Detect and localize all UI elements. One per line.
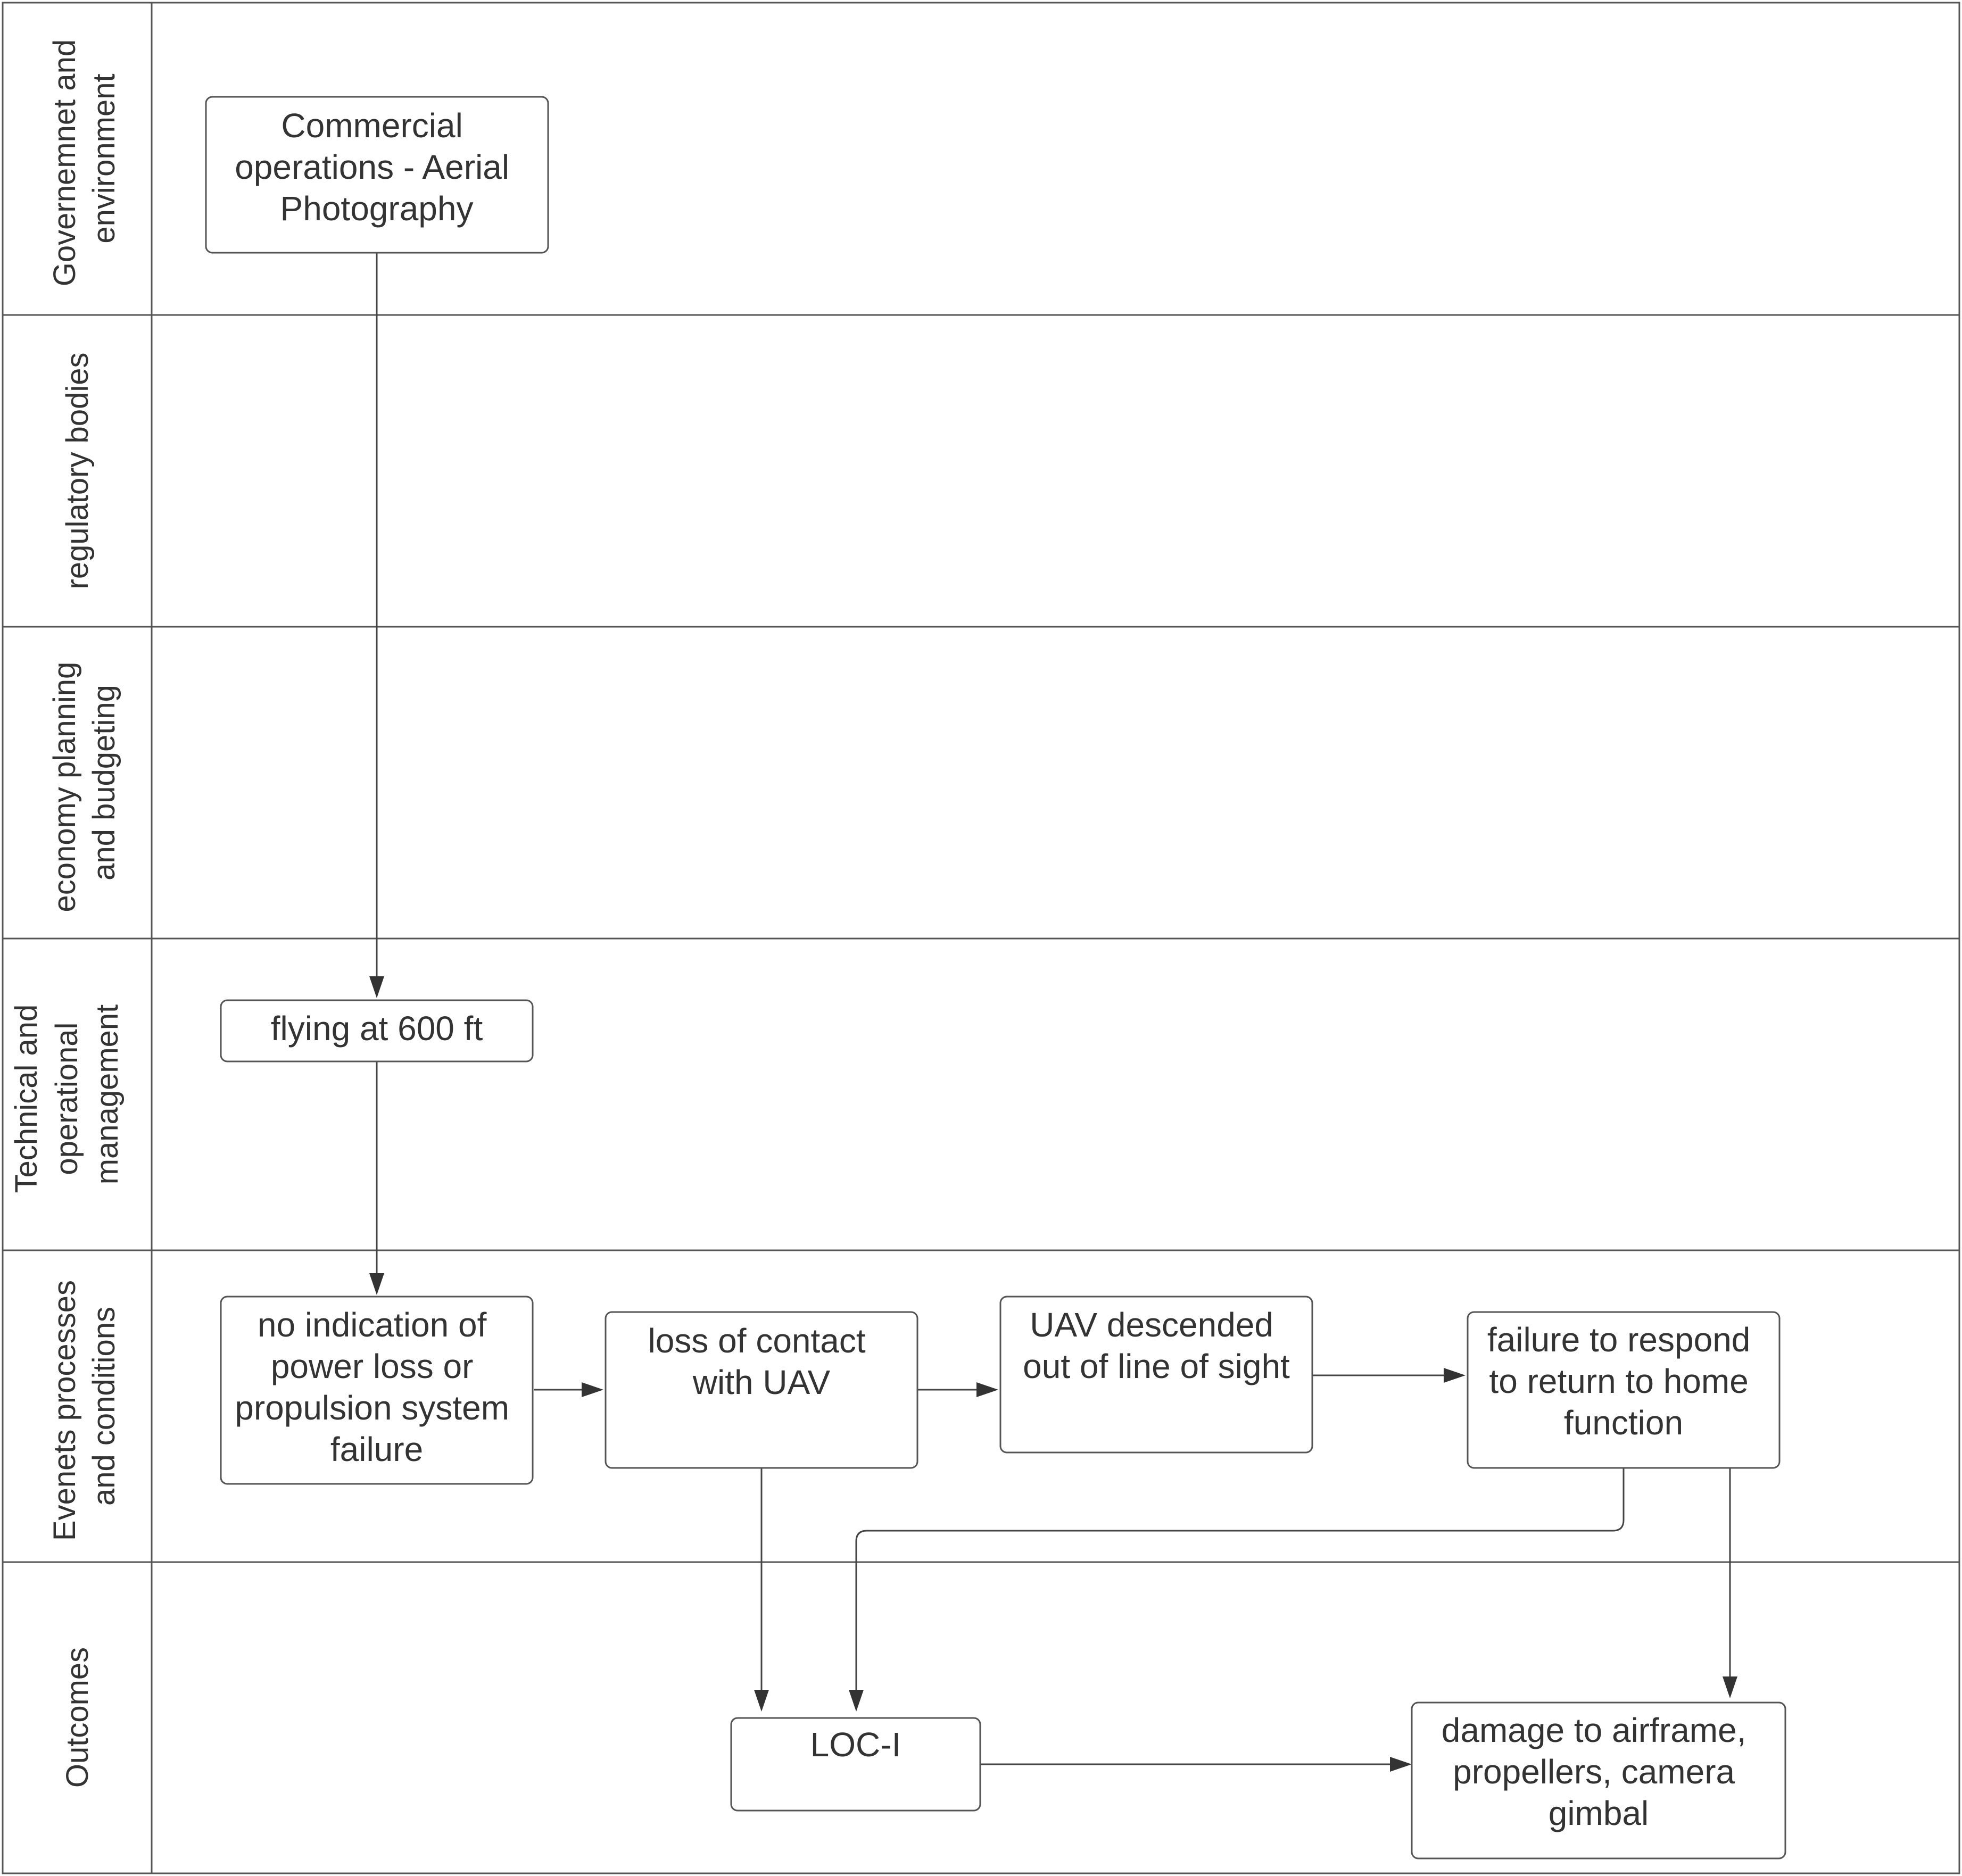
- lane-label-line: Outcomes: [60, 1647, 95, 1788]
- node-box: [730, 1717, 981, 1812]
- node-loc-i[interactable]: LOC-I: [730, 1717, 981, 1812]
- arrowhead: [582, 1382, 603, 1397]
- node-text: UAV descended out of line of sight: [1023, 1306, 1290, 1385]
- lane-label-line: regulatory bodies: [60, 353, 95, 590]
- lane-label-line: management: [90, 1005, 125, 1185]
- node-text-line: failure to respond: [1487, 1321, 1751, 1359]
- node-text: Commercial operations - Aerial Photograp…: [235, 106, 519, 228]
- node-no-indication-power-loss[interactable]: no indication of power loss or propulsio…: [220, 1296, 534, 1485]
- node-text: LOC-I: [810, 1725, 901, 1764]
- node-uav-descended[interactable]: UAV descended out of line of sight: [999, 1296, 1313, 1454]
- node-text-line: gimbal: [1549, 1794, 1649, 1832]
- lane-label-line: Technical and: [9, 1005, 44, 1193]
- node-text-line: propellers, camera: [1453, 1753, 1735, 1791]
- node-box: [220, 1296, 534, 1485]
- node-text-line: operations - Aerial: [235, 148, 509, 186]
- node-box: [1411, 1701, 1786, 1860]
- lane-label-line: and budgeting: [87, 685, 121, 881]
- arrowhead: [754, 1690, 769, 1712]
- node-text-line: propulsion system: [235, 1389, 509, 1427]
- arrowhead: [849, 1690, 864, 1712]
- lane-label-line: operational: [49, 1023, 84, 1175]
- lane-label-line: and conditions: [87, 1307, 121, 1506]
- node-loss-of-contact[interactable]: loss of contact with UAV: [605, 1311, 918, 1469]
- node-box: [999, 1296, 1313, 1454]
- node-commercial-operations[interactable]: Commercial operations - Aerial Photograp…: [205, 96, 549, 254]
- node-failure-return-to-home[interactable]: failure to respond to return to home fun…: [1467, 1311, 1781, 1469]
- node-flying-at-600ft[interactable]: flying at 600 ft: [220, 999, 534, 1062]
- node-text-line: no indication of: [258, 1306, 487, 1344]
- node-text: failure to respond to return to home fun…: [1487, 1321, 1760, 1442]
- node-damage-airframe[interactable]: damage to airframe, propellers, camera g…: [1411, 1701, 1786, 1860]
- lane-label-line: economy planning: [47, 662, 82, 912]
- node-text-line: function: [1564, 1404, 1683, 1442]
- node-text-line: LOC-I: [810, 1725, 901, 1764]
- node-text-line: out of line of sight: [1023, 1347, 1290, 1385]
- node-text: loss of contact with UAV: [648, 1322, 875, 1401]
- node-text-line: Photography: [280, 189, 474, 228]
- node-text-line: to return to home: [1489, 1362, 1748, 1400]
- lane-label-line: Evenets processes: [47, 1280, 82, 1541]
- edge-failure-rth-to-loci: [855, 1468, 1625, 1703]
- node-text: no indication of power loss or propulsio…: [235, 1306, 519, 1468]
- arrowhead: [369, 1273, 384, 1295]
- node-text-line: loss of contact: [648, 1322, 866, 1360]
- node-text-line: UAV descended: [1030, 1306, 1273, 1344]
- lane-label-regulatory-bodies: regulatory bodies: [60, 353, 95, 590]
- node-text-line: power loss or: [271, 1347, 474, 1385]
- nodes: Commercial operations - Aerial Photograp…: [205, 96, 1786, 1860]
- node-text-line: with UAV: [692, 1363, 831, 1401]
- lane-label-technical-operational: Technical and operational management: [9, 996, 125, 1193]
- lane-label-outcomes: Outcomes: [60, 1647, 95, 1788]
- node-text: damage to airframe, propellers, camera g…: [1442, 1711, 1756, 1832]
- node-box: [605, 1311, 918, 1469]
- arrowhead: [1444, 1368, 1466, 1383]
- node-text: flying at 600 ft: [271, 1009, 483, 1048]
- lane-label-economy-planning: economy planning and budgeting: [47, 653, 121, 912]
- node-text-line: flying at 600 ft: [271, 1009, 483, 1048]
- arrowhead: [1723, 1676, 1737, 1698]
- lane-label-government-environment: Governemnet and environment: [47, 31, 121, 286]
- arrowhead: [1390, 1757, 1412, 1772]
- node-box: [1467, 1311, 1781, 1469]
- lane-label-line: Governemnet and: [47, 39, 82, 286]
- connectors: [369, 253, 1737, 1772]
- node-text-line: Commercial: [281, 106, 462, 145]
- node-text-line: damage to airframe,: [1442, 1711, 1746, 1749]
- node-box: [205, 96, 549, 254]
- node-box: [220, 999, 534, 1062]
- lane-labels: Governemnet and environment regulatory b…: [9, 31, 125, 1788]
- node-text-line: failure: [330, 1430, 423, 1468]
- lane-label-events-processes: Evenets processes and conditions: [47, 1272, 121, 1541]
- arrowhead: [976, 1382, 998, 1397]
- lane-label-line: environment: [87, 73, 121, 243]
- arrowhead: [369, 976, 384, 998]
